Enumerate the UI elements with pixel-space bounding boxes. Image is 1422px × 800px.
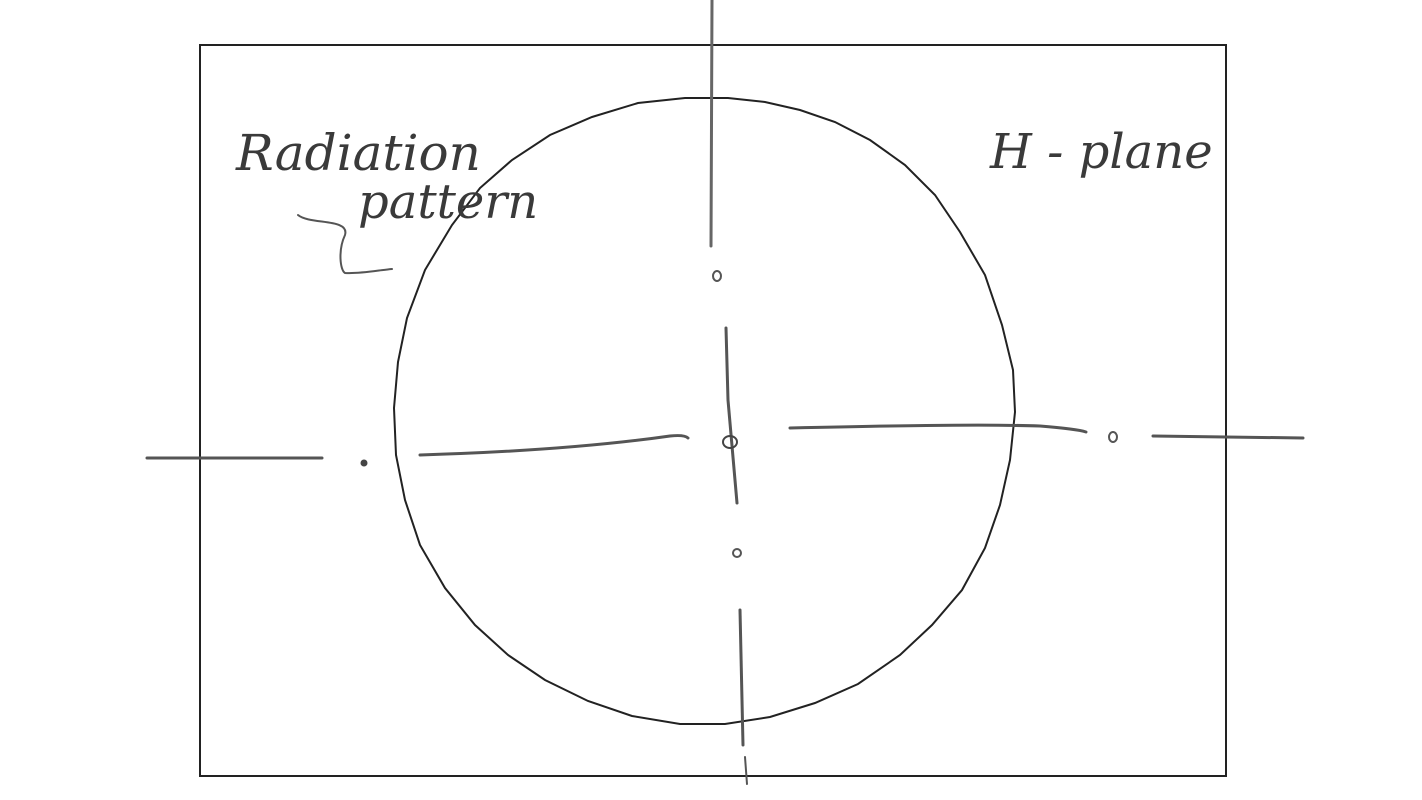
origin-point [722,435,738,449]
vertical-axis-bottom [738,608,745,747]
vertical-axis-center [724,326,739,505]
radiation-pattern-circle [392,97,1017,725]
title-line2: pattern [358,174,538,230]
axis-point-left [360,459,368,467]
axis-point-right [1108,431,1118,443]
plane-label: H - plane [989,124,1213,180]
vertical-axis-top [709,0,714,248]
horizontal-axis-right-inner [788,423,1088,434]
label-pointer-arrow [297,214,393,275]
horizontal-axis-left-inner [418,434,690,457]
horizontal-axis-right-outer [1151,434,1305,440]
axis-point-top [712,270,722,282]
axis-point-bottom [732,548,742,558]
title-line1: Radiation [235,124,481,182]
vertical-axis-bottom-tail [744,756,748,785]
